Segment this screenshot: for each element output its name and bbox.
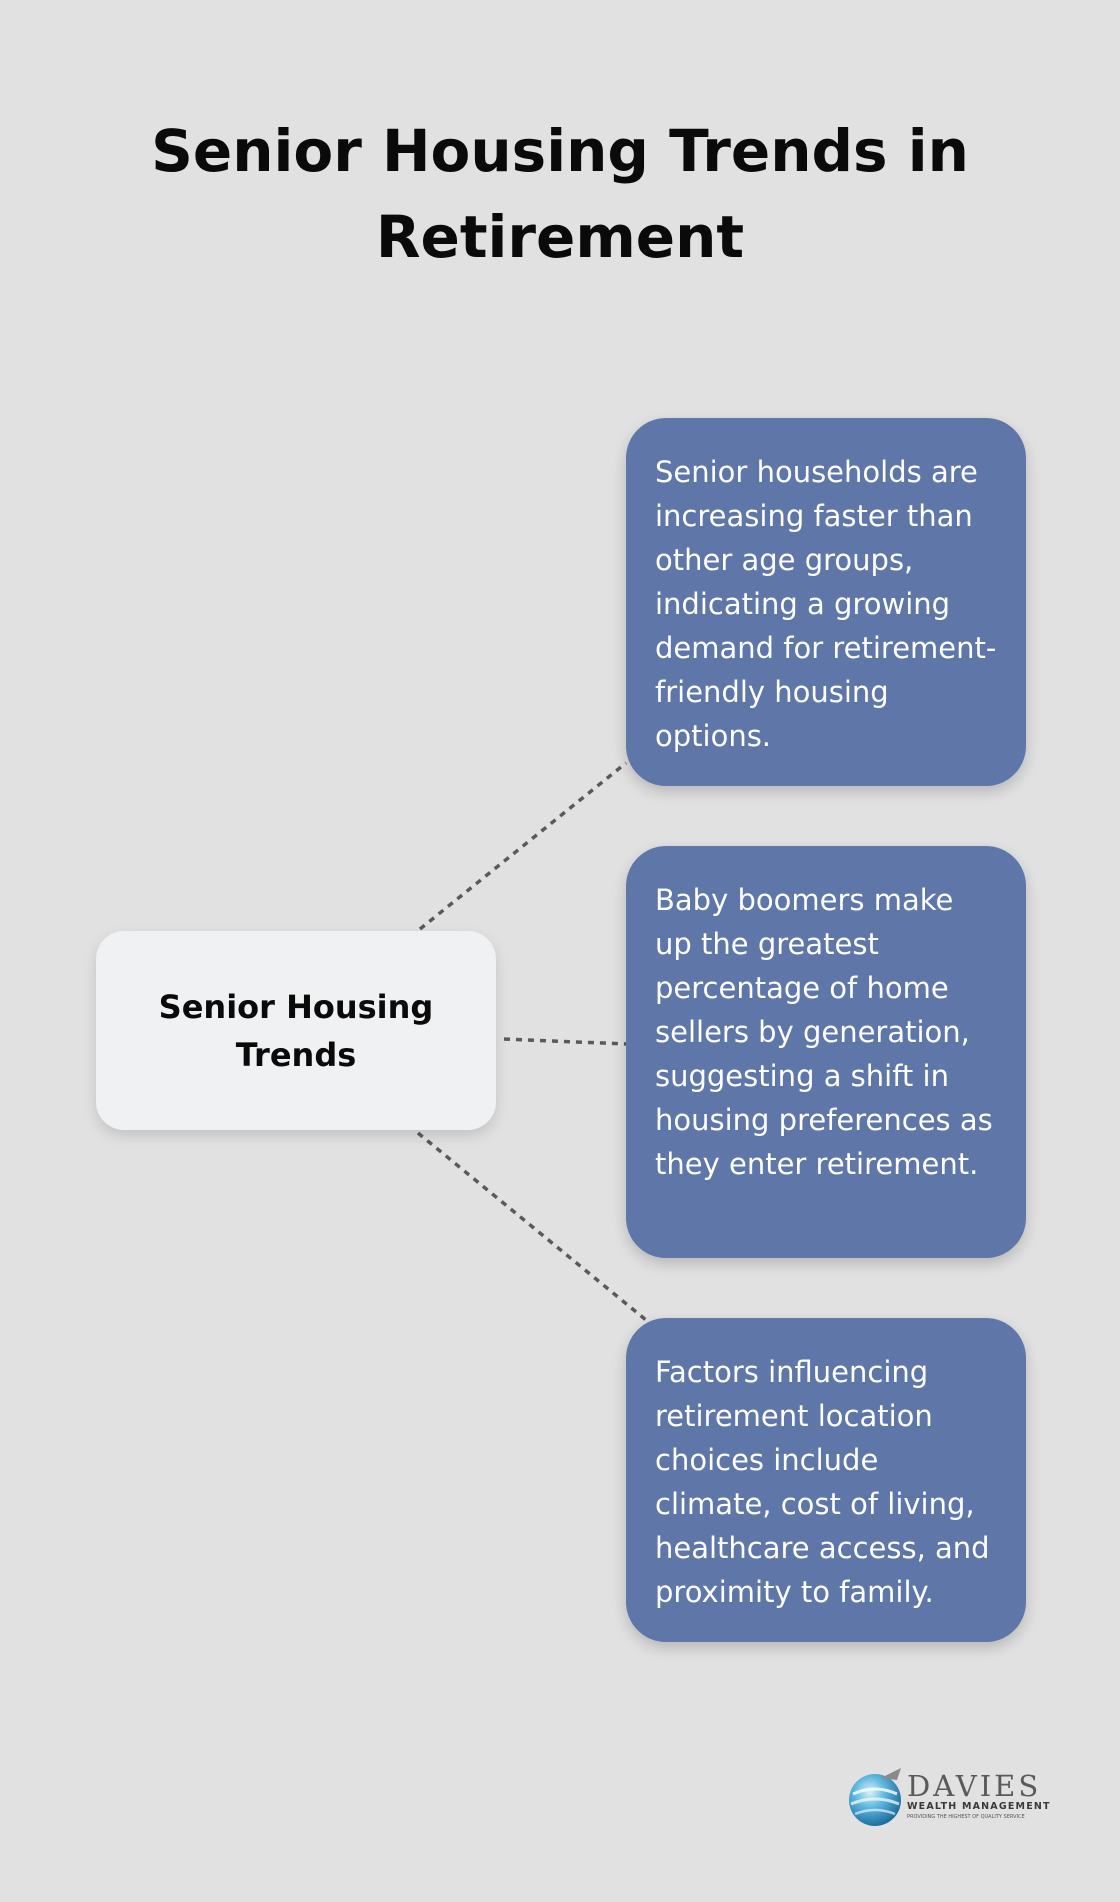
connector-line-top — [418, 761, 628, 931]
center-node-label: Senior Housing Trends — [158, 987, 434, 1074]
branch-card-text: Senior households are increasing faster … — [655, 455, 997, 753]
branch-card-households: Senior households are increasing faster … — [626, 418, 1026, 786]
globe-icon — [849, 1768, 901, 1826]
logo-name: DAVIES — [907, 1769, 1041, 1803]
davies-logo: DAVIES WEALTH MANAGEMENT PROVIDING THE H… — [849, 1768, 1051, 1826]
center-node: Senior Housing Trends — [96, 931, 496, 1130]
logo-tagline: PROVIDING THE HIGHEST OF QUALITY SERVICE — [907, 1814, 1025, 1820]
branch-card-text: Baby boomers make up the greatest percen… — [655, 883, 993, 1181]
logo-subtitle: WEALTH MANAGEMENT — [907, 1801, 1051, 1812]
branch-card-baby-boomers: Baby boomers make up the greatest percen… — [626, 846, 1026, 1258]
branch-card-location-factors: Factors influencing retirement location … — [626, 1318, 1026, 1642]
connector-line-bottom — [416, 1131, 648, 1322]
connector-line-middle — [503, 1037, 627, 1046]
page-title: Senior Housing Trends in Retirement — [151, 117, 969, 271]
branch-card-text: Factors influencing retirement location … — [655, 1355, 990, 1609]
